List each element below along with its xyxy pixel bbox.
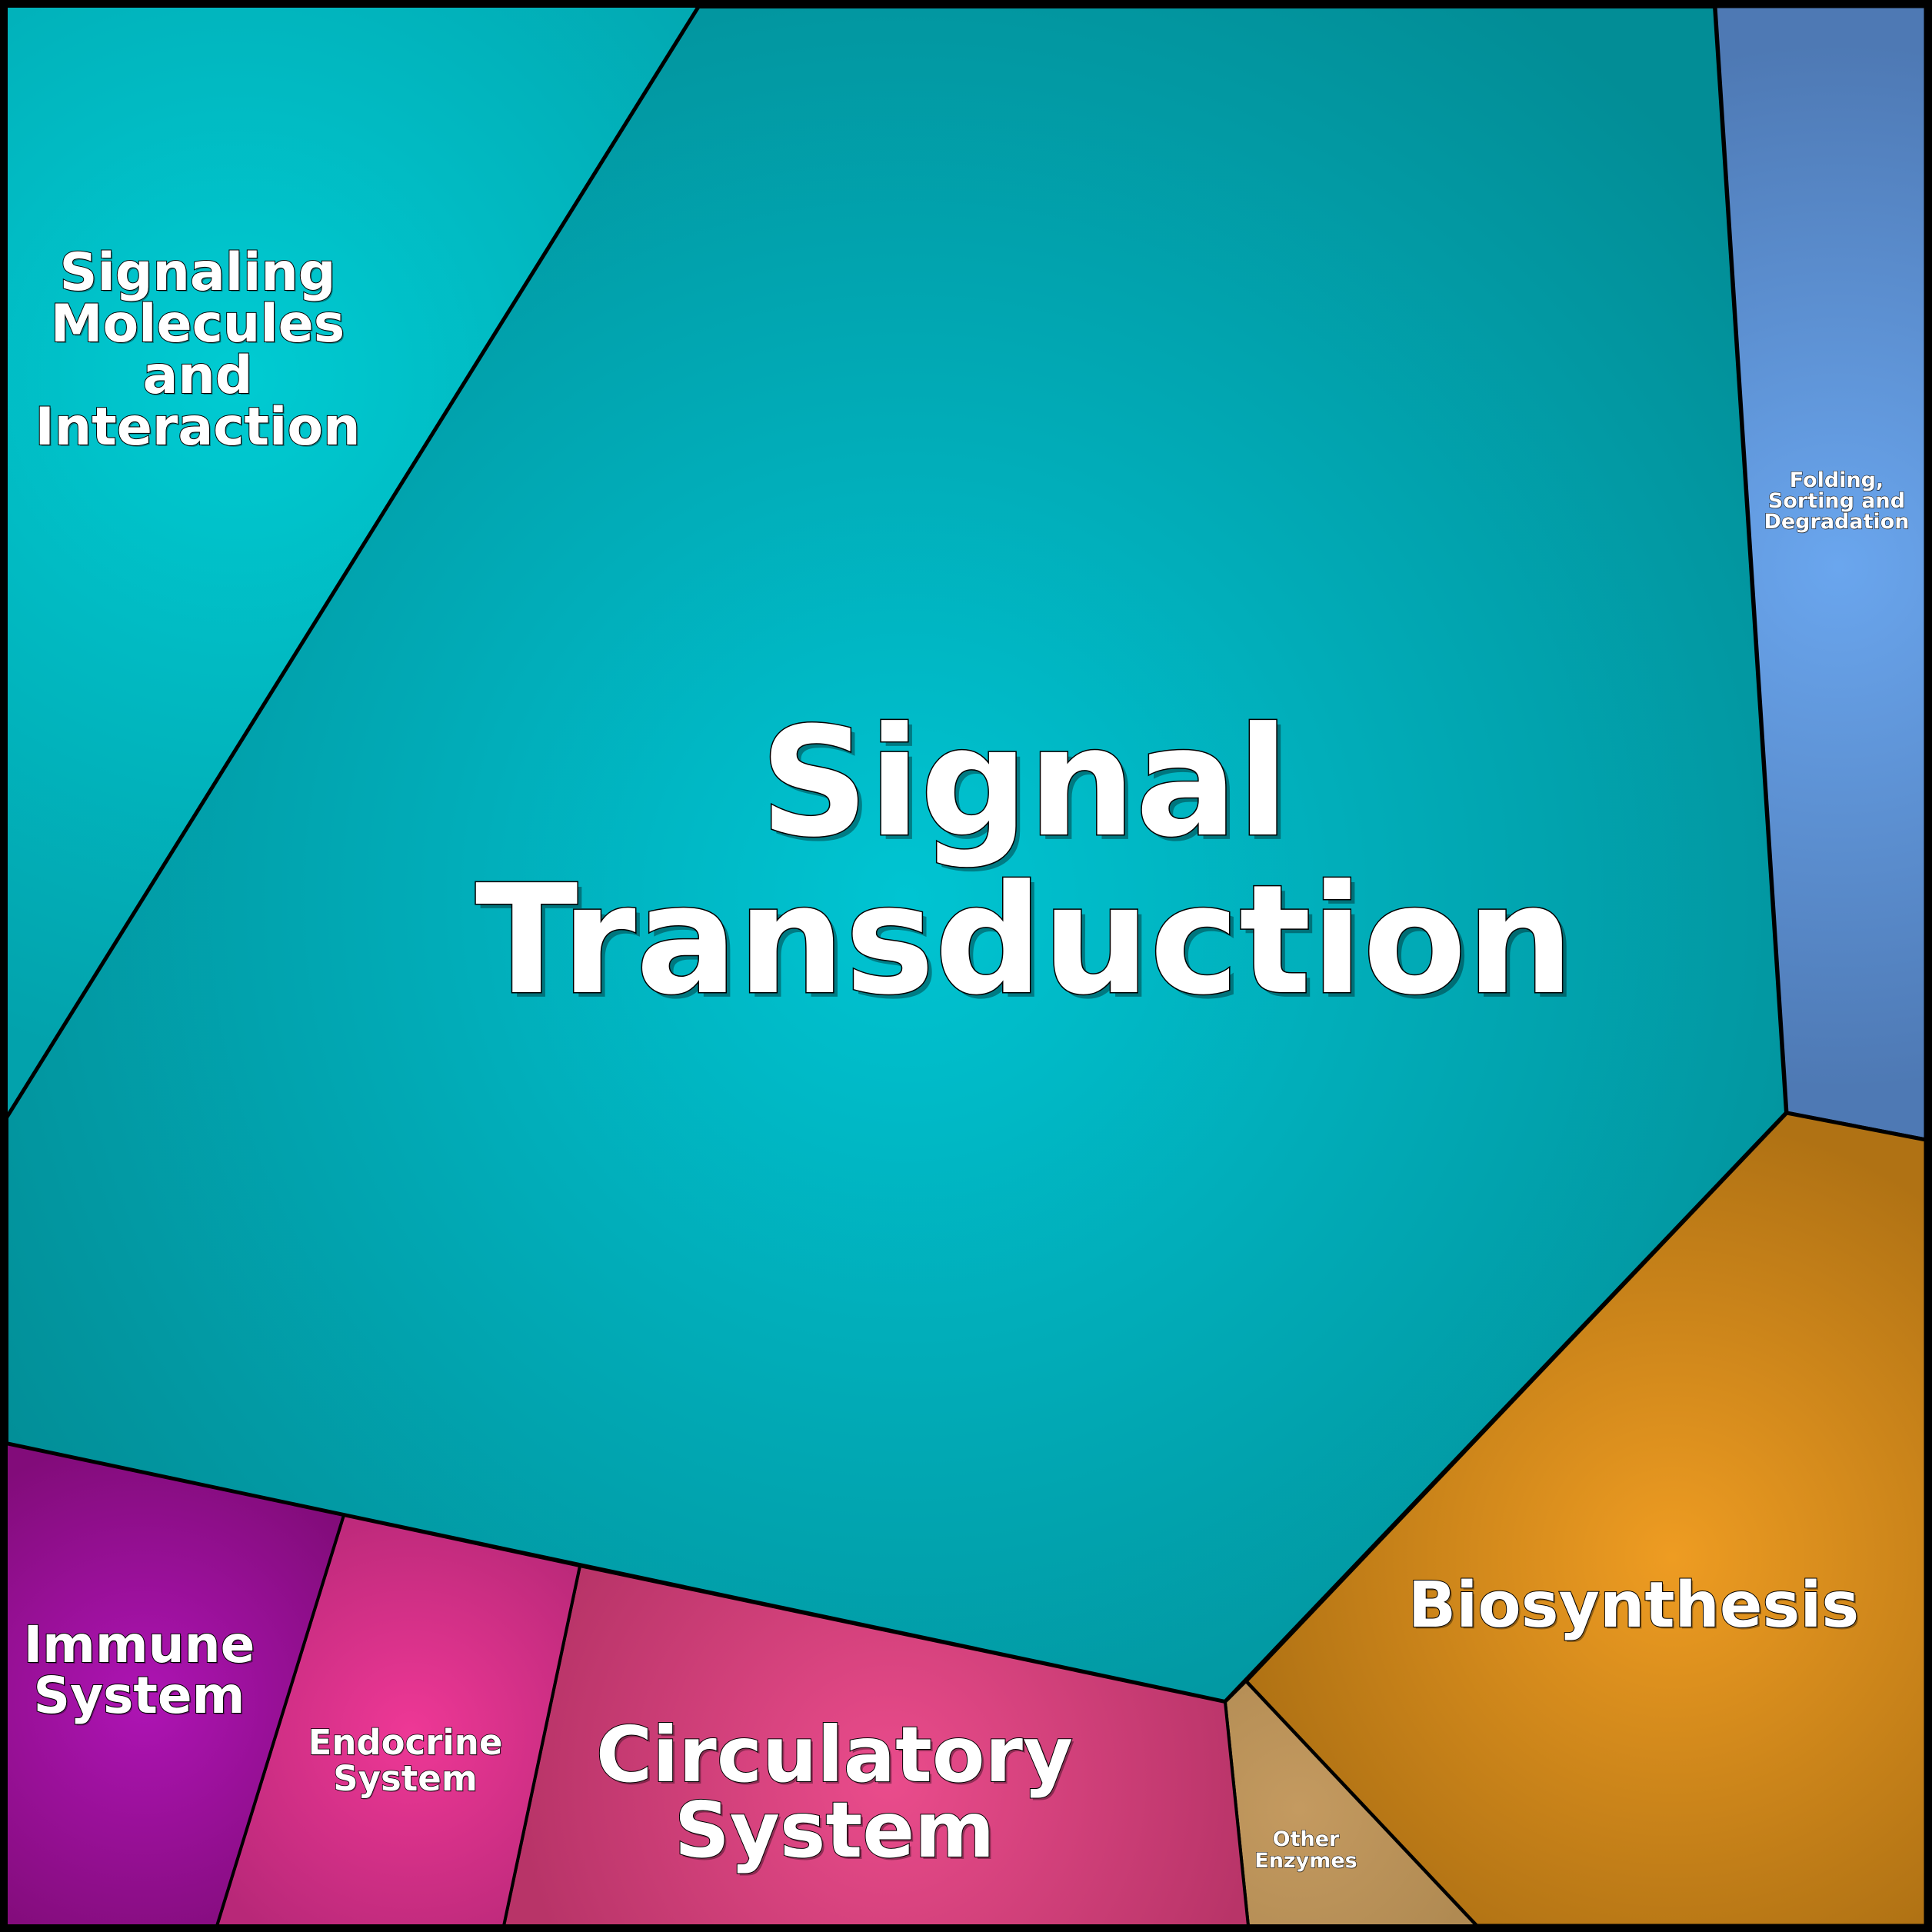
label-shadow: Degradation [1764,511,1910,535]
label-line: Interaction [35,397,360,458]
label-line: Degradation [1764,510,1909,534]
label-signaling-molecules: SignalingSignalingMoleculesMoleculesanda… [34,242,362,459]
label-line: and [143,345,253,406]
label-line: Transduction [475,853,1574,1028]
label-line: Circulatory [596,1710,1073,1800]
label-shadow: and [145,347,255,408]
label-shadow: System [35,1667,247,1727]
label-shadow: Enzymes [1255,1850,1358,1874]
label-line: Biosynthesis [1408,1569,1860,1642]
label-shadow: Transduction [480,858,1578,1033]
label-shadow: Sorting and [1769,490,1906,514]
label-shadow: Molecules [52,295,346,356]
label-shadow: System [335,1759,478,1800]
label-line: Sorting and [1768,489,1905,513]
label-line: System [34,1666,245,1725]
label-shadow: Folding, [1790,469,1885,493]
label-line: Endocrine [308,1722,503,1763]
label-line: Immune [24,1615,255,1674]
label-shadow: Endocrine [309,1723,504,1764]
label-line: Enzymes [1254,1849,1357,1873]
label-shadow: System [677,1787,998,1877]
label-shadow: Signaling [62,244,338,305]
label-line: Folding, [1790,468,1884,492]
label-shadow: Signal [764,700,1294,875]
label-shadow: Other [1273,1828,1340,1852]
label-line: System [675,1785,995,1875]
label-shadow: Biosynthesis [1410,1571,1861,1644]
label-line: Signal [760,695,1289,871]
label-shadow: Interaction [37,398,362,459]
label-line: Molecules [51,294,345,355]
label-line: System [333,1758,477,1799]
label-shadow: Immune [25,1617,257,1676]
label-line: Signaling [60,242,336,303]
label-shadow: Circulatory [598,1712,1075,1802]
label-line: Other [1273,1827,1340,1851]
